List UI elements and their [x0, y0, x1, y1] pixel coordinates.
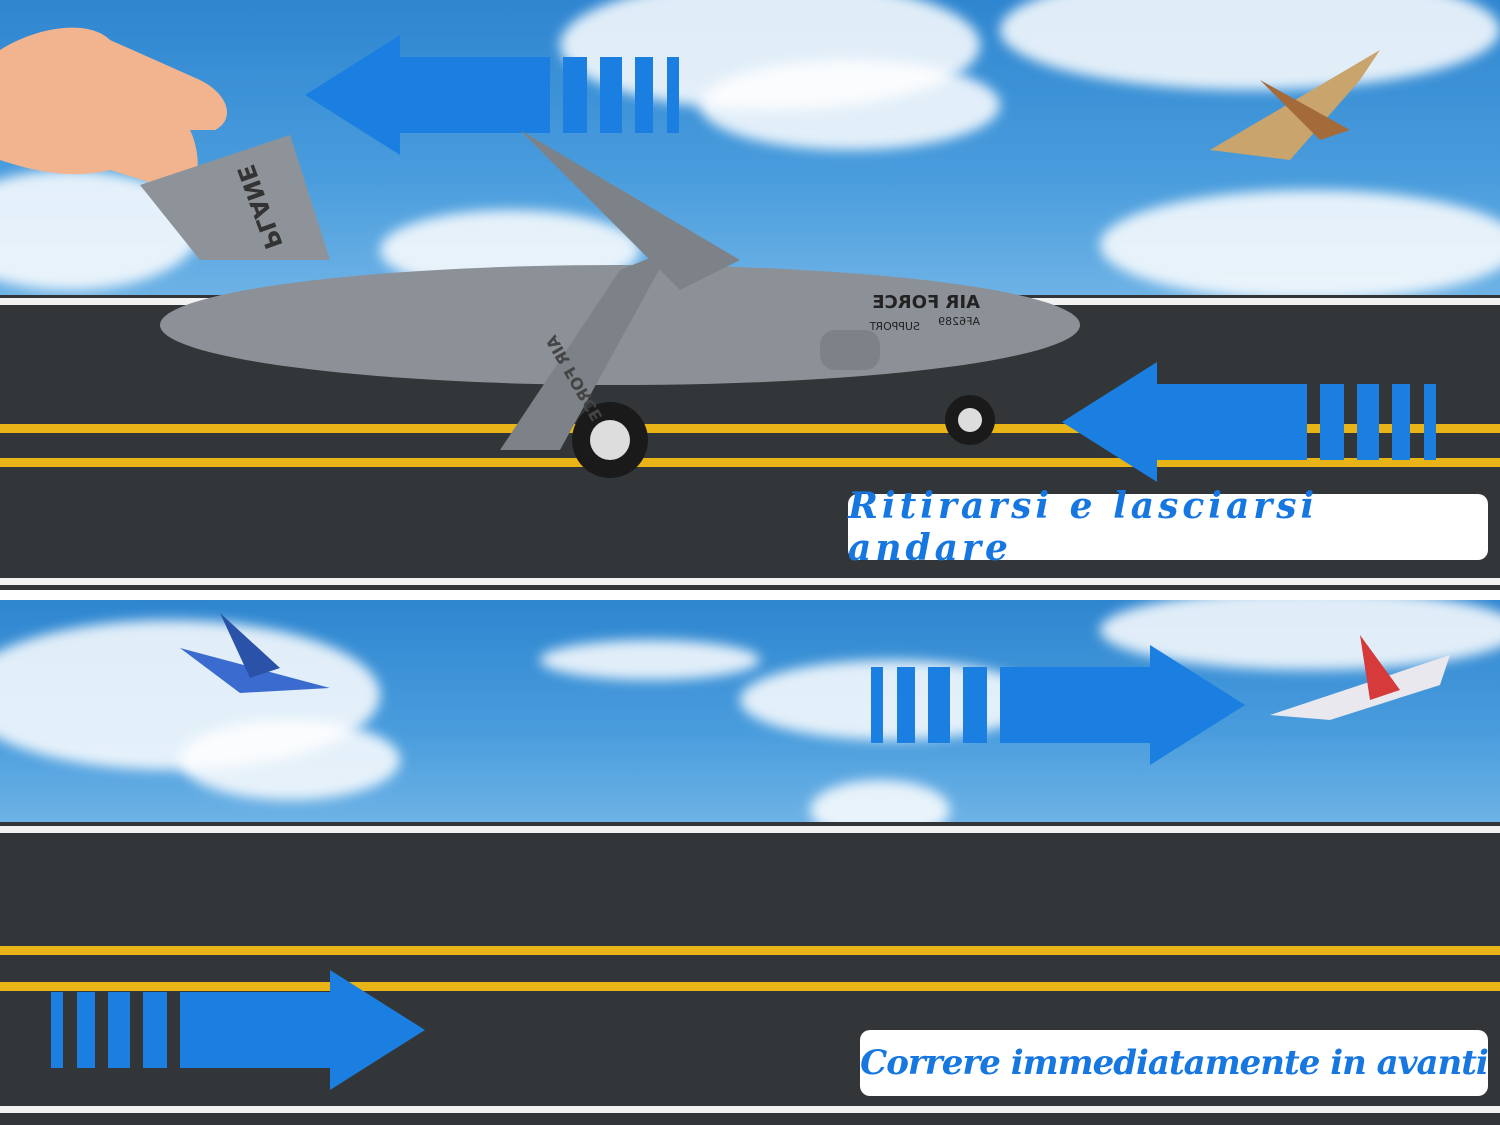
- hand-image: [0, 27, 227, 191]
- desert-jet-image: [1210, 50, 1380, 160]
- arrow-right-icon-sky: [871, 645, 1245, 765]
- arrow-left-icon-runway: [1062, 362, 1436, 482]
- white-jet-image: [1270, 635, 1450, 720]
- blue-jet-image: [180, 613, 330, 693]
- serial-marking: AF6289: [938, 315, 980, 328]
- caption-run-forward: Correre immediatamente in avanti: [860, 1030, 1489, 1096]
- arrow-left-icon-top: [305, 35, 679, 155]
- cargo-plane-image: PLANE AIR FORCE AF6289 SUPPORT AIR FORCE: [140, 130, 1080, 478]
- sky-panel-bottom: [0, 600, 1500, 825]
- sub-marking: SUPPORT: [869, 320, 920, 333]
- arrow-right-icon-runway: [51, 970, 425, 1090]
- caption-pull-back: Ritirarsi e lasciarsi andare: [848, 485, 1488, 569]
- fuselage-marking: AIR FORCE: [872, 292, 980, 313]
